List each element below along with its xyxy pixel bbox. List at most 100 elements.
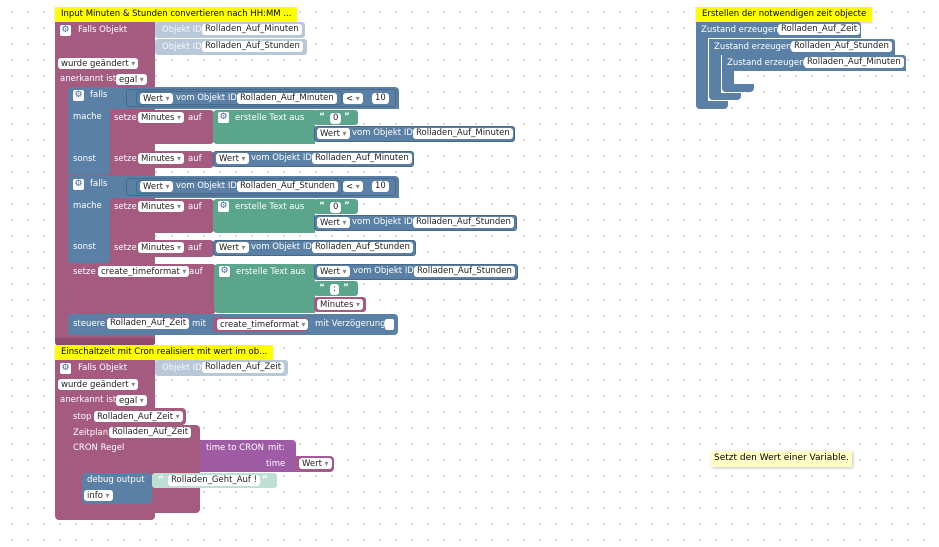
setze-label: setze (114, 154, 137, 164)
text-field[interactable]: Rolladen_Geht_Auf ! (168, 475, 261, 486)
variable-dropdown[interactable]: create_timeformat (98, 266, 190, 277)
comment-group2[interactable]: Einschaltzeit mit Cron realisiert mit we… (55, 345, 274, 360)
text-join-gear-icon[interactable]: ⚙ (219, 266, 230, 277)
text-field[interactable]: 0 (330, 113, 342, 124)
text-field[interactable]: 0 (330, 202, 342, 213)
auf-label: auf (188, 154, 202, 164)
number-field[interactable]: 10 (372, 181, 389, 192)
wert-dropdown[interactable]: Wert (140, 181, 173, 192)
anerkannt-label: anerkannt ist (60, 74, 117, 84)
falls-objekt-label: Falls Objekt (78, 25, 128, 35)
delay-checkbox[interactable] (385, 319, 394, 330)
objekt-id-label: Objekt ID (162, 42, 202, 52)
if-label: falls (90, 90, 108, 100)
variable-dropdown[interactable]: Minutes (317, 299, 364, 310)
text-join-gear-icon[interactable]: ⚙ (218, 201, 229, 212)
auf-label: auf (188, 113, 202, 123)
objekt-id-field[interactable]: Rolladen_Auf_Zeit (202, 362, 285, 373)
objekt-id-label: Objekt ID (162, 25, 202, 35)
zustand-label: Zustand erzeugen (714, 42, 792, 52)
operator-dropdown[interactable]: < (343, 181, 363, 192)
trigger-dropdown[interactable]: wurde geändert (58, 379, 139, 390)
comment-group1[interactable]: Input Minuten & Stunden convertieren nac… (55, 7, 298, 22)
vom-objekt-label: vom Objekt ID (353, 266, 414, 276)
number-field[interactable]: 10 (372, 93, 389, 104)
objekt-id-field[interactable]: Rolladen_Auf_Stunden (791, 41, 892, 52)
text-join-gear-icon[interactable]: ⚙ (218, 112, 229, 123)
variable-dropdown[interactable]: Minutes (138, 242, 185, 253)
event-gear-icon[interactable]: ⚙ (60, 363, 71, 374)
steuere-label: steuere (73, 319, 106, 329)
zeitplan-field[interactable]: Rolladen_Auf_Zeit (109, 427, 192, 438)
objekt-id-field[interactable]: Rolladen_Auf_Zeit (778, 24, 861, 35)
setze-label: setze (114, 243, 137, 253)
quote-open: “ (319, 283, 325, 293)
text-join-block[interactable] (214, 264, 315, 313)
objekt-id-field[interactable]: Rolladen_Auf_Minuten (202, 24, 302, 35)
vom-objekt-label: vom Objekt ID (251, 242, 312, 252)
wert-dropdown[interactable]: Wert (216, 153, 249, 164)
sonst-label: sonst (73, 242, 96, 252)
operator-dropdown[interactable]: < (343, 93, 363, 104)
variable-dropdown[interactable]: Minutes (138, 153, 185, 164)
objekt-id-field[interactable]: Rolladen_Auf_Stunden (312, 242, 413, 253)
vom-objekt-label: vom Objekt ID (352, 128, 413, 138)
if-gear-icon[interactable]: ⚙ (73, 90, 84, 101)
wert-dropdown[interactable]: Wert (216, 242, 249, 253)
quote-open: “ (319, 112, 325, 122)
objekt-id-field[interactable]: Rolladen_Auf_Minuten (804, 57, 904, 68)
log-level-dropdown[interactable]: info (84, 490, 113, 501)
vom-objekt-label: vom Objekt ID (176, 181, 237, 191)
time-to-cron-label: time to CRON (206, 443, 265, 453)
objekt-id-field[interactable]: Rolladen_Auf_Stunden (202, 41, 303, 52)
auf-label: auf (189, 267, 203, 277)
text-join-block[interactable] (213, 199, 315, 233)
zustand-label: Zustand erzeugen (727, 58, 805, 68)
vom-objekt-label: vom Objekt ID (176, 93, 237, 103)
objekt-id-field[interactable]: Rolladen_Auf_Stunden (237, 181, 338, 192)
time-label: time (266, 459, 286, 469)
objekt-id-field[interactable]: Rolladen_Auf_Stunden (413, 217, 514, 228)
debug-label: debug output (87, 475, 145, 485)
objekt-id-field[interactable]: Rolladen_Auf_Stunden (414, 266, 515, 277)
erstelle-label: erstelle Text aus (235, 113, 305, 123)
zustand-label: Zustand erzeugen (701, 25, 779, 35)
text-join-block[interactable] (213, 110, 315, 144)
anerkannt-label: anerkannt ist (60, 395, 117, 405)
auf-label: auf (188, 243, 202, 253)
mache-label: mache (73, 201, 102, 211)
erstelle-label: erstelle Text aus (236, 267, 306, 277)
objekt-id-field[interactable]: Rolladen_Auf_Minuten (413, 128, 513, 139)
ack-dropdown[interactable]: egal (116, 395, 147, 406)
wert-dropdown[interactable]: Wert (140, 93, 173, 104)
if-label: falls (90, 179, 108, 189)
cron-label: CRON Regel (73, 443, 125, 453)
text-field[interactable]: : (330, 284, 339, 295)
setze-label: setze (114, 202, 137, 212)
wert-dropdown[interactable]: Wert (317, 128, 350, 139)
wert-dropdown[interactable]: Wert (317, 217, 350, 228)
variable-dropdown[interactable]: Minutes (138, 112, 185, 123)
variable-dropdown[interactable]: create_timeformat (217, 319, 309, 330)
event-gear-icon[interactable]: ⚙ (60, 25, 71, 36)
if-gear-icon[interactable]: ⚙ (73, 179, 84, 190)
comment-group3[interactable]: Erstellen der notwendigen zeit objecte (696, 7, 873, 22)
objekt-id-field[interactable]: Rolladen_Auf_Minuten (237, 93, 337, 104)
quote-close: ” (344, 112, 350, 122)
mit-label: mit: (268, 443, 285, 453)
trigger-dropdown[interactable]: wurde geändert (58, 58, 139, 69)
stop-label: stop (73, 412, 92, 422)
falls-objekt-label: Falls Objekt (78, 363, 128, 373)
variable-dropdown[interactable]: Minutes (138, 201, 185, 212)
vom-objekt-label: vom Objekt ID (352, 217, 413, 227)
setze-label: setze (73, 267, 96, 277)
ack-dropdown[interactable]: egal (116, 74, 147, 85)
sonst-label: sonst (73, 154, 96, 164)
stop-dropdown[interactable]: Rolladen_Auf_Zeit (94, 411, 183, 422)
objekt-id-field[interactable]: Rolladen_Auf_Minuten (312, 153, 412, 164)
objekt-id-field[interactable]: Rolladen_Auf_Zeit (107, 318, 190, 329)
wert-dropdown[interactable]: Wert (299, 458, 332, 469)
objekt-id-label: Objekt ID (162, 363, 202, 373)
wert-dropdown[interactable]: Wert (317, 266, 350, 277)
quote-close: ” (343, 283, 349, 293)
